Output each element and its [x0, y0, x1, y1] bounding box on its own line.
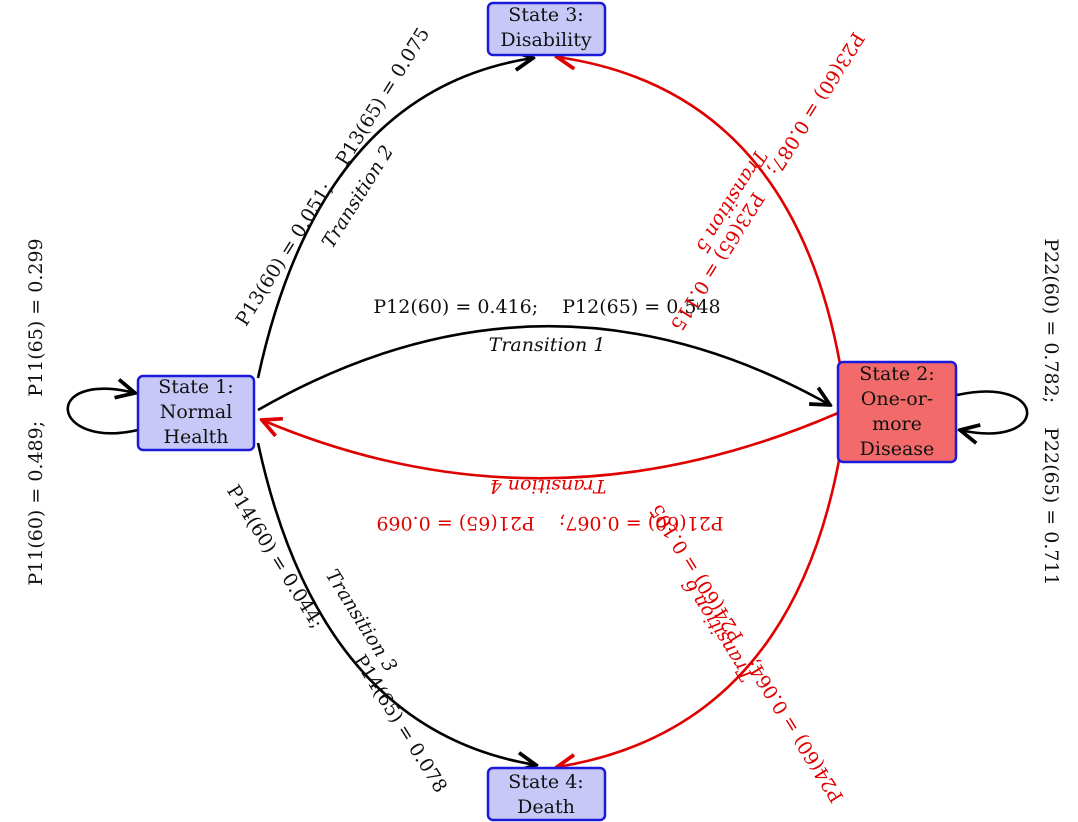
- state-2-line-4: Disease: [860, 438, 935, 460]
- self-loop-state-2: [957, 390, 1029, 434]
- transition-4-edge: [262, 411, 839, 480]
- transition-2-probs: P13(60) = 0.051; P13(65) = 0.075: [232, 24, 435, 330]
- state-2-line-1: State 2:: [859, 363, 934, 385]
- transition-1-probs: P12(60) = 0.416; P12(65) = 0.548: [373, 296, 720, 318]
- state-4-line-1: State 4:: [508, 771, 583, 793]
- state-1-line-2: Normal: [160, 401, 233, 423]
- state-2-node: State 2: One-or- more Disease: [836, 360, 958, 464]
- self-loop-state-1: [66, 389, 138, 435]
- state-2-line-2: One-or-: [861, 388, 933, 410]
- state-1-line-3: Health: [163, 426, 228, 448]
- transition-6-probs: P24(60) = 0.064; P24(60) = 0.105: [646, 500, 849, 806]
- transition-2-edge: [256, 58, 533, 379]
- transition-1-edge: [257, 324, 830, 412]
- state-1-line-1: State 1:: [158, 376, 233, 398]
- state-3-line-2: Disability: [500, 29, 591, 51]
- state-1-node: State 1: Normal Health: [136, 374, 256, 452]
- self-loop-1-probs: P11(60) = 0.489; P11(65) = 0.299: [25, 238, 47, 585]
- state-3-line-1: State 3:: [508, 4, 583, 26]
- state-3-node: State 3: Disability: [486, 1, 607, 57]
- state-2-line-3: more: [872, 413, 922, 435]
- transition-5-edge: [557, 57, 842, 365]
- state-4-line-2: Death: [517, 796, 575, 818]
- state-4-node: State 4: Death: [486, 766, 607, 822]
- transition-1-name: Transition 1: [489, 334, 606, 356]
- transition-6-edge: [557, 454, 842, 767]
- transition-3-edge: [256, 442, 536, 765]
- transition-3-probs-b: P14(65) = 0.078: [349, 651, 452, 797]
- self-loop-2-probs: P22(60) = 0.782; P22(65) = 0.711: [1040, 238, 1062, 585]
- transition-5-probs: P23(60) = 0.087; P23(65) = 0.115: [666, 28, 869, 334]
- transition-4-probs: P21(60) = 0.067; P21(65) = 0.069: [376, 512, 723, 534]
- transition-4-name: Transition 4: [490, 475, 607, 497]
